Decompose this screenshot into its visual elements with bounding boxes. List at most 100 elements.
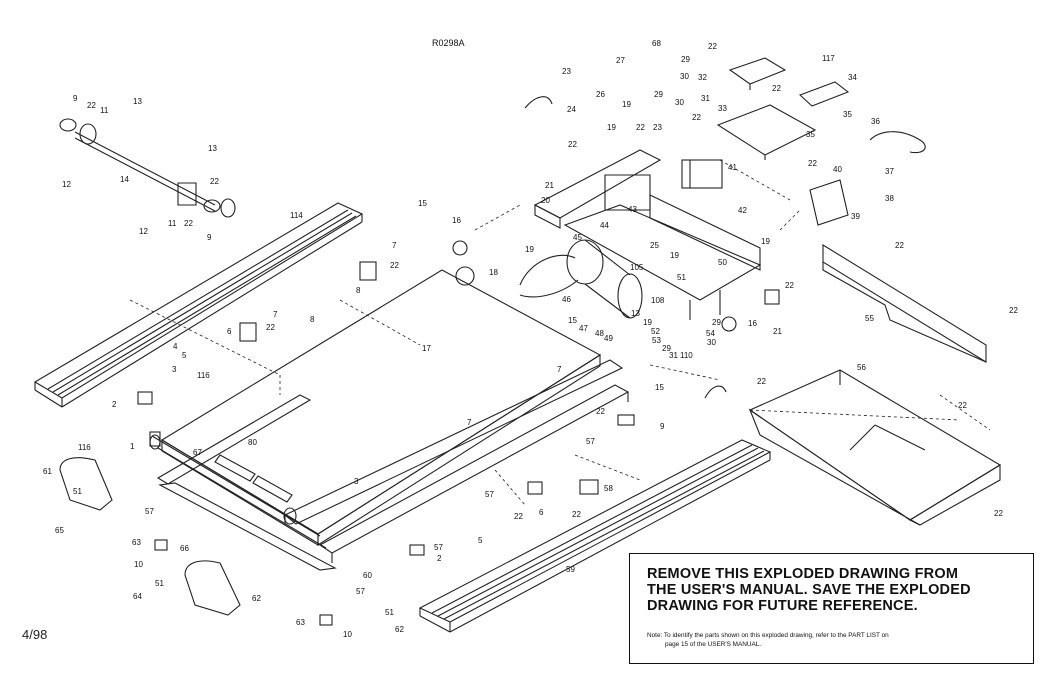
front-axle — [59, 118, 236, 218]
part-label: 57 — [586, 437, 595, 446]
part-label: 67 — [193, 448, 202, 457]
part-label: 7 — [392, 241, 397, 250]
print-date: 4/98 — [22, 627, 48, 642]
part-label: 62 — [252, 594, 261, 603]
part-label: 13 — [208, 144, 217, 153]
side-cover-64 — [184, 560, 241, 616]
part-label: 11 — [100, 106, 109, 115]
part-label: 14 — [120, 175, 129, 184]
part-label: 110 — [680, 351, 693, 360]
part-label: 12 — [139, 227, 148, 236]
part-label: 22 — [757, 377, 766, 386]
part-label: 35 — [843, 110, 852, 119]
part-label: 33 — [718, 104, 727, 113]
pulley-16 — [452, 240, 468, 256]
part-label: 68 — [652, 39, 661, 48]
front-roller — [149, 434, 327, 549]
part-label: 29 — [712, 318, 721, 327]
part-label: 117 — [822, 54, 835, 63]
drawing-code: R0298A — [432, 38, 465, 48]
part-label: 21 — [773, 327, 782, 336]
part-label: 4 — [173, 342, 178, 351]
part-label: 15 — [568, 316, 577, 325]
controller-board — [716, 104, 817, 160]
part-label: 29 — [662, 344, 671, 353]
part-label: 3 — [354, 477, 359, 486]
bracket-8b — [239, 322, 257, 342]
bracket-32 — [728, 57, 787, 90]
part-label: 54 — [706, 329, 715, 338]
part-label: 46 — [562, 295, 571, 304]
part-label: 9 — [207, 233, 212, 242]
part-label: 15 — [418, 199, 427, 208]
rear-panel-55 — [822, 244, 987, 363]
part-label: 19 — [622, 100, 631, 109]
part-label: 27 — [616, 56, 625, 65]
part-labels: R0298A 9 22 11 13 12 14 13 22 12 11 22 9… — [43, 38, 1018, 639]
part-label: 57 — [356, 587, 365, 596]
drive-motor — [519, 239, 643, 319]
part-label: 6 — [227, 327, 232, 336]
part-label: 9 — [660, 422, 665, 431]
frame-rail — [156, 359, 630, 571]
part-label: 57 — [485, 490, 494, 499]
part-label: 66 — [180, 544, 189, 553]
part-label: 43 — [628, 205, 637, 214]
bracket-6 — [527, 481, 543, 495]
part-label: 7 — [557, 365, 562, 374]
part-label: 41 — [728, 163, 737, 172]
part-label: 2 — [112, 400, 117, 409]
part-label: 50 — [718, 258, 727, 267]
part-label: 22 — [772, 84, 781, 93]
part-label: 19 — [761, 237, 770, 246]
part-label: 22 — [692, 113, 701, 122]
part-label: 16 — [452, 216, 461, 225]
notice-note-line: page 15 of the USER'S MANUAL. — [665, 641, 762, 648]
part-label: 22 — [958, 401, 967, 410]
part-label: 51 — [385, 608, 394, 617]
part-label: 63 — [296, 618, 305, 627]
part-label: 8 — [356, 286, 361, 295]
part-label: 51 — [155, 579, 164, 588]
part-label: 16 — [748, 319, 757, 328]
part-label: 44 — [600, 221, 609, 230]
part-label: 22 — [596, 407, 605, 416]
hood-56 — [748, 369, 1002, 526]
part-label: 58 — [604, 484, 613, 493]
part-label: 7 — [273, 310, 278, 319]
part-label: 39 — [851, 212, 860, 221]
part-label: 55 — [865, 314, 874, 323]
part-label: 59 — [566, 565, 575, 574]
part-label: 25 — [650, 241, 659, 250]
part-label: 13 — [631, 309, 640, 318]
part-label: 22 — [1009, 306, 1018, 315]
part-label: 8 — [310, 315, 315, 324]
part-label: 80 — [248, 438, 257, 447]
part-label: 57 — [434, 543, 443, 552]
part-label: 31 — [701, 94, 710, 103]
part-label: 30 — [675, 98, 684, 107]
part-label: 40 — [833, 165, 842, 174]
decal-80-a — [214, 454, 256, 482]
part-label: 38 — [885, 194, 894, 203]
part-label: 21 — [545, 181, 554, 190]
part-label: 24 — [567, 105, 576, 114]
part-label: 116 — [197, 371, 210, 380]
part-label: 48 — [595, 329, 604, 338]
part-label: 22 — [572, 510, 581, 519]
part-label: 10 — [343, 630, 352, 639]
part-label: 61 — [43, 467, 52, 476]
bracket-34 — [798, 81, 850, 107]
part-label: 26 — [596, 90, 605, 99]
notice-heading-line: DRAWING FOR FUTURE REFERENCE. — [647, 598, 918, 614]
part-label: 22 — [895, 241, 904, 250]
part-label: 35 — [806, 130, 815, 139]
cable-36 — [869, 131, 926, 154]
part-label: 51 — [73, 487, 82, 496]
part-label: 64 — [133, 592, 142, 601]
notice-heading-line: REMOVE THIS EXPLODED DRAWING FROM — [647, 566, 959, 582]
part-label: 13 — [133, 97, 142, 106]
part-label: 17 — [422, 344, 431, 353]
part-label: 30 — [680, 72, 689, 81]
